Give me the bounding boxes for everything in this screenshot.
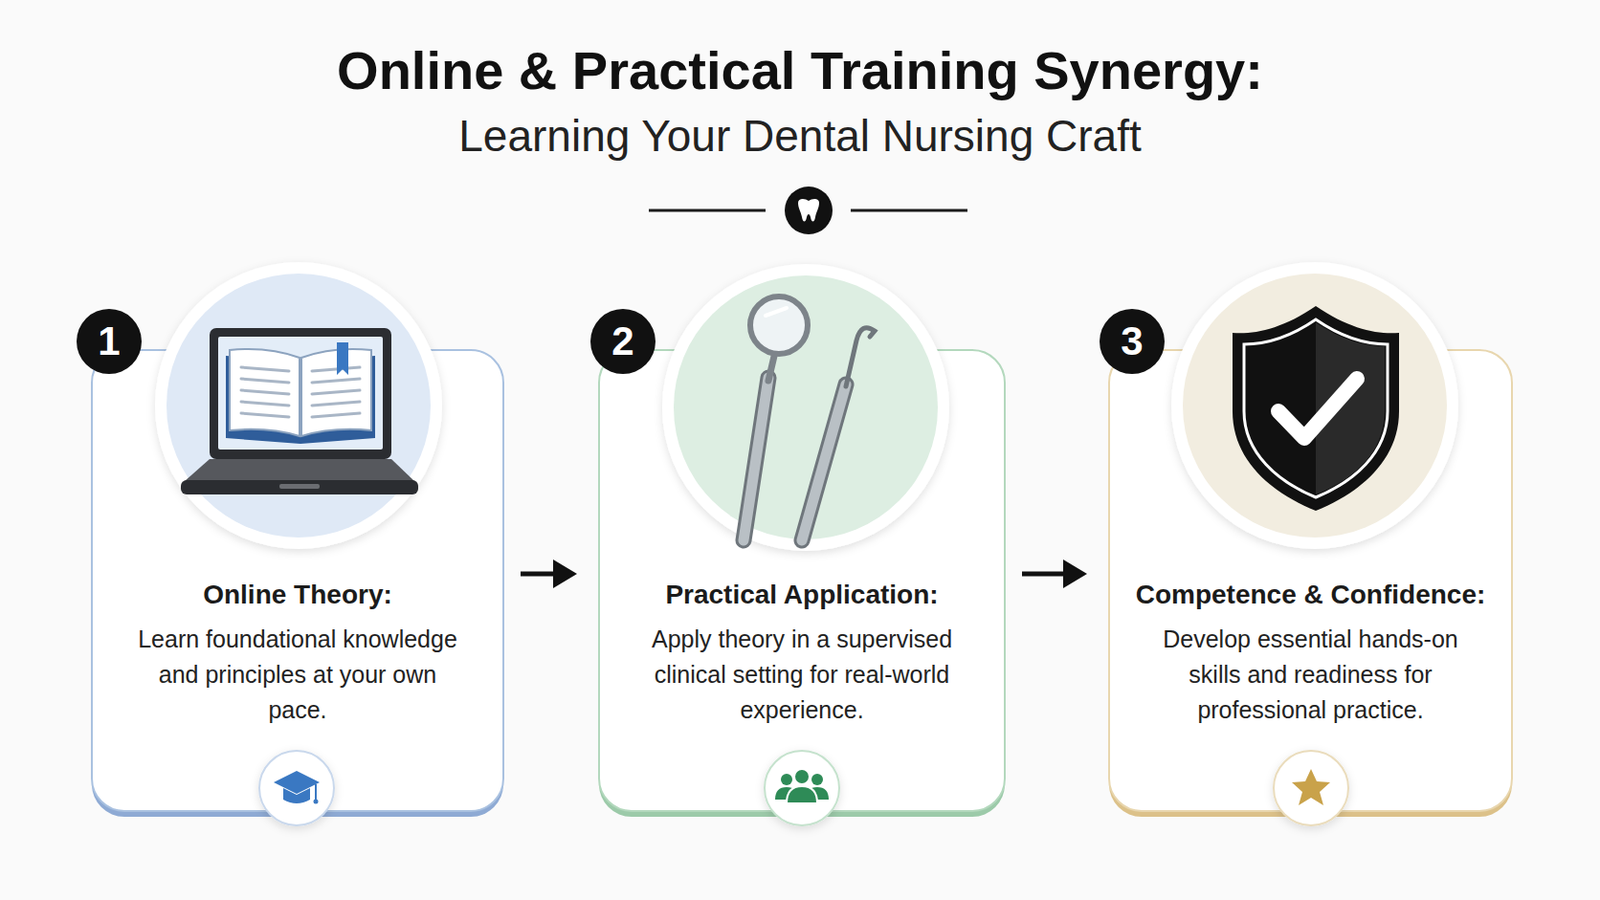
step-card: Practical Application: Apply theory in a … [599, 350, 1005, 814]
divider [648, 186, 968, 235]
dental-instruments [743, 296, 875, 541]
card-body: Apply theory in a supervised clinical se… [633, 622, 971, 729]
step-number: 2 [611, 318, 634, 365]
step-number-badge: 2 [590, 309, 656, 375]
step-card: Online Theory: Learn foundational knowled… [91, 350, 504, 814]
card-heading: Online Theory: [91, 578, 504, 612]
bottom-icons [259, 751, 1349, 826]
subtitle: Learning Your Dental Nursing Craft [0, 110, 1600, 162]
card-heading: Practical Application: [599, 578, 1005, 612]
step-number-badge: 1 [76, 309, 142, 375]
step-card: Competence & Confidence: Develop essentia… [1109, 350, 1512, 814]
step-number: 1 [97, 318, 120, 365]
step-number-badge: 3 [1099, 309, 1165, 375]
shield-check [1232, 306, 1400, 512]
flow-arrow [1022, 572, 1083, 578]
card-heading: Competence & Confidence: [1109, 578, 1512, 612]
step-number: 3 [1120, 318, 1143, 365]
card-body: Learn foundational knowledge and princip… [129, 622, 467, 729]
card-body: Develop essential hands-on skills and re… [1142, 622, 1480, 729]
diagram-title: Online & Practical Training Synergy: [0, 40, 1600, 102]
laptop-illustration [180, 328, 419, 495]
flow-arrow [520, 572, 573, 578]
icon-circles [155, 262, 1459, 552]
